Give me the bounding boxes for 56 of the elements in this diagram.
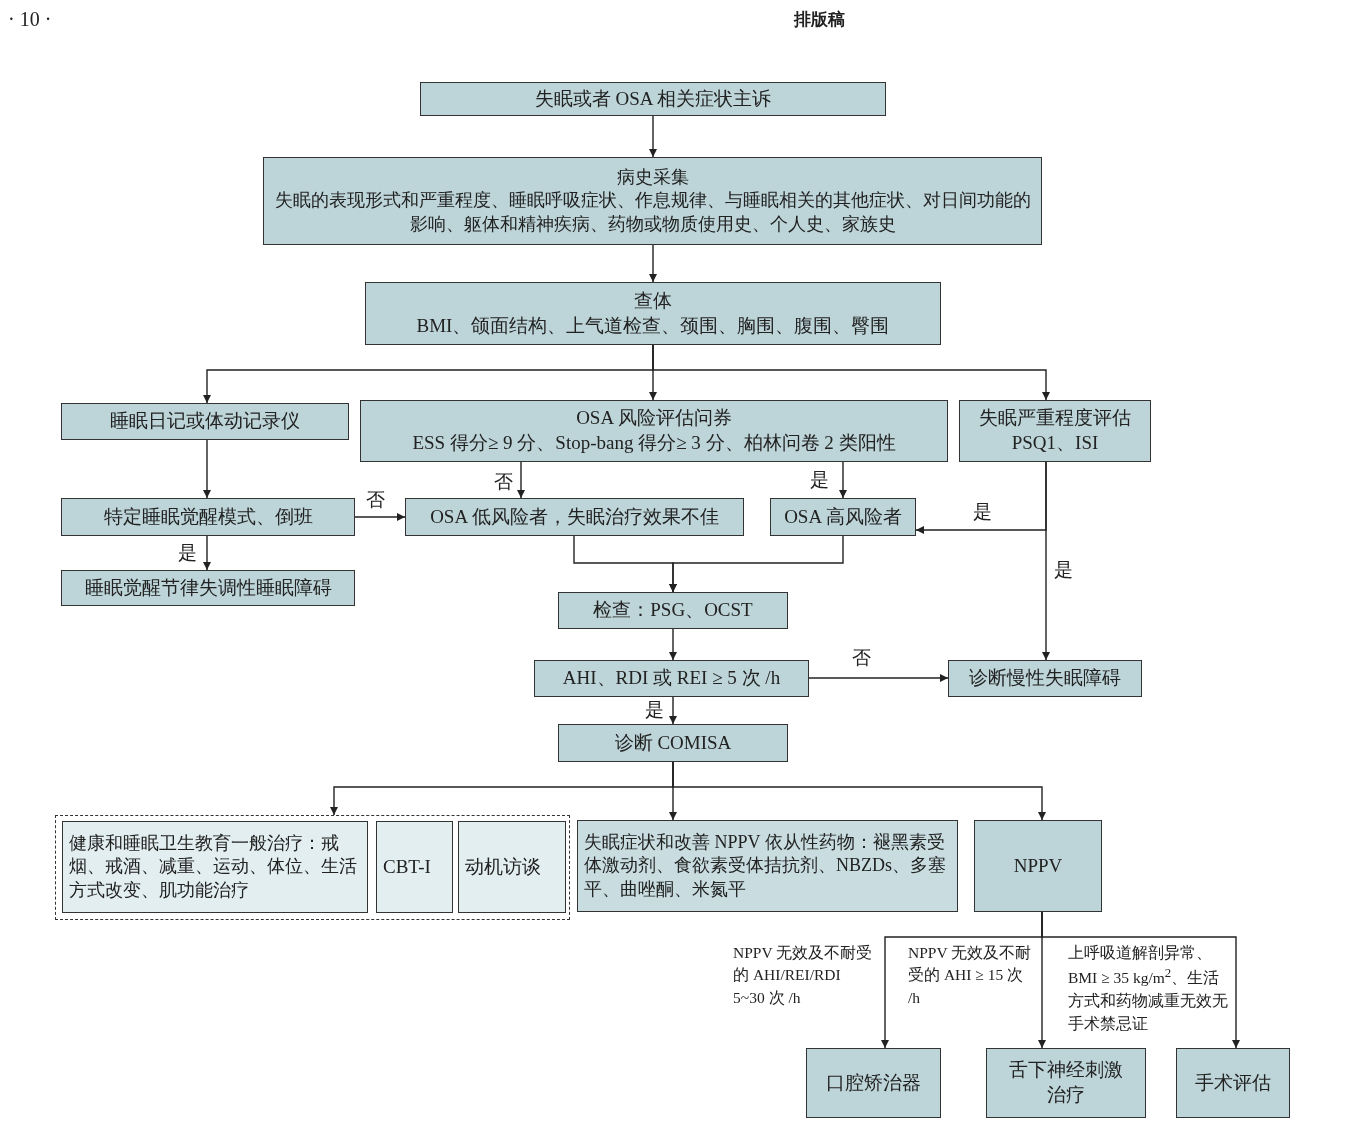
arrow xyxy=(1042,461,1050,661)
process-box: CBT-I xyxy=(376,821,453,913)
box-heading: 病史采集 xyxy=(616,165,689,189)
arrow xyxy=(354,513,406,521)
process-box: 舌下神经刺激治疗 xyxy=(986,1048,1146,1118)
box-text: BMI、颌面结构、上气道检查、颈围、胸围、腹围、臀围 xyxy=(416,313,890,338)
process-box: 失眠或者 OSA 相关症状主诉 xyxy=(420,82,886,116)
process-box: 诊断慢性失眠障碍 xyxy=(948,660,1142,697)
arrow xyxy=(203,535,211,571)
process-box: 失眠症状和改善 NPPV 依从性药物：褪黑素受体激动剂、食欲素受体拮抗剂、NBZDs、多塞平、曲唑酮、米氮平 xyxy=(577,820,958,912)
process-box: 检查：PSG、OCST xyxy=(558,592,788,629)
process-box: OSA 低风险者，失眠治疗效果不佳 xyxy=(405,498,744,536)
box-heading: 失眠严重程度评估 xyxy=(979,406,1131,431)
edge-label: 否 xyxy=(365,490,386,511)
process-box: 睡眠日记或体动记录仪 xyxy=(61,403,349,440)
edge-label: 否 xyxy=(851,648,872,669)
arrow xyxy=(839,461,847,499)
process-box xyxy=(365,282,941,345)
process-box: 手术评估 xyxy=(1176,1048,1290,1118)
box-heading: 查体 xyxy=(634,288,672,313)
arrow xyxy=(649,115,657,158)
edge-label: 是 xyxy=(809,470,830,491)
process-box: 动机访谈 xyxy=(458,821,566,913)
arrow xyxy=(649,244,657,283)
edge-label: 是 xyxy=(1053,560,1074,581)
box-text: 失眠的表现形式和严重程度、睡眠呼吸症状、作息规律、与睡眠相关的其他症状、对日间功能的影响、躯体和精神疾病、药物或物质使用史、个人史、家族史 xyxy=(273,189,1032,236)
arrow xyxy=(669,535,844,593)
header-text: 排版稿 xyxy=(794,8,845,31)
edge-label: 是 xyxy=(177,543,198,564)
box-text: ESS 得分≥ 9 分、Stop-bang 得分≥ 3 分、柏林问卷 2 类阳性 xyxy=(412,431,896,455)
arrow xyxy=(669,696,677,725)
edge-label: 是 xyxy=(972,502,993,523)
process-box: 口腔矫治器 xyxy=(806,1048,941,1118)
page-number: · 10 · xyxy=(8,8,52,31)
process-box: 健康和睡眠卫生教育一般治疗：戒烟、戒酒、减重、运动、体位、生活方式改变、肌功能治疗 xyxy=(62,821,368,913)
process-box: 诊断 COMISA xyxy=(558,724,788,762)
process-box: OSA 高风险者 xyxy=(770,498,916,536)
process-box xyxy=(360,400,948,462)
arrow xyxy=(517,461,525,499)
process-box xyxy=(263,157,1042,245)
edge-label: 否 xyxy=(493,472,514,493)
process-box: AHI、RDI 或 REI ≥ 5 次 /h xyxy=(534,660,809,697)
arrow xyxy=(672,761,1046,821)
arrow xyxy=(652,344,1050,401)
process-box xyxy=(959,400,1151,462)
box-text: PSQ1、ISI xyxy=(1011,431,1099,455)
process-box: NPPV xyxy=(974,820,1102,912)
arrow xyxy=(669,628,677,661)
dashed-group-box xyxy=(55,815,570,920)
process-box: 睡眠觉醒节律失调性睡眠障碍 xyxy=(61,570,355,606)
process-box: 特定睡眠觉醒模式、倒班 xyxy=(61,498,355,536)
arrow xyxy=(808,674,949,682)
box-heading: OSA 风险评估问券 xyxy=(576,406,732,431)
arrow xyxy=(203,439,211,499)
arrow xyxy=(1041,911,1240,1049)
edge-label: 是 xyxy=(644,700,665,721)
